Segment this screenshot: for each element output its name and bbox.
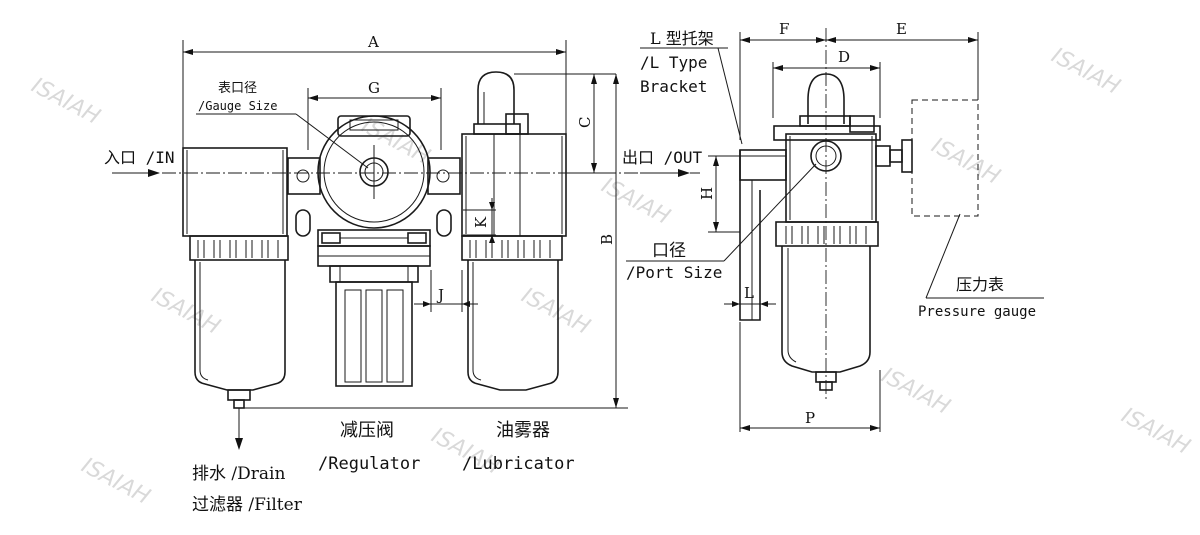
- dimension-h: H: [698, 155, 786, 233]
- dimension-g: G: [307, 79, 442, 150]
- dimension-f-label: F: [779, 20, 789, 38]
- dimension-l: L: [724, 284, 776, 432]
- dimension-j: J: [414, 270, 478, 312]
- filter-unit: [182, 147, 289, 409]
- watermark: ISAIAH: [597, 173, 674, 230]
- outlet-callout: 出口 /OUT: [622, 148, 703, 177]
- pressure-gauge-cn-label: 压力表: [956, 275, 1004, 294]
- regulator-en-label: /Regulator: [318, 454, 420, 474]
- dimension-c-label: C: [576, 117, 594, 128]
- dimension-p: P: [740, 370, 881, 432]
- front-view: A G 表口径 /Gauge Size: [104, 33, 700, 515]
- inlet-label: 入口 /IN: [104, 148, 175, 167]
- bracket-cn-label: L 型托架: [650, 29, 714, 48]
- lubricator-cn-label: 油雾器: [496, 420, 550, 441]
- port-size-en-label: /Port Size: [626, 263, 722, 282]
- dimension-j-label: J: [436, 286, 444, 304]
- watermark: ISAIAH: [147, 283, 224, 340]
- watermark: ISAIAH: [517, 283, 594, 340]
- bracket-en-label-2: Bracket: [640, 77, 707, 96]
- side-body: [773, 73, 881, 391]
- port-size-cn-label: 口径: [652, 241, 686, 261]
- regulator-unit: [287, 115, 461, 387]
- dimension-a: A: [182, 33, 567, 175]
- regulator-cn-label: 减压阀: [340, 420, 394, 441]
- gauge-size-cn: 表口径: [218, 81, 257, 96]
- dimension-c: C: [514, 73, 616, 174]
- gauge-size-callout: 表口径 /Gauge Size: [196, 81, 369, 169]
- dimension-g-label: G: [368, 79, 380, 97]
- pressure-gauge-en-label: Pressure gauge: [918, 304, 1036, 320]
- watermark: ISAIAH: [77, 453, 154, 510]
- dimension-f: F: [739, 20, 826, 140]
- dimension-b: B: [244, 74, 628, 409]
- watermark: ISAIAH: [927, 133, 1004, 190]
- watermark: ISAIAH: [27, 73, 104, 130]
- dimension-l-label: L: [744, 284, 754, 302]
- dimension-e-label: E: [896, 20, 907, 38]
- dimension-k: K: [463, 198, 496, 246]
- dimension-d-label: D: [838, 48, 850, 66]
- watermark: ISAIAH: [877, 363, 954, 420]
- l-bracket: [739, 149, 787, 321]
- watermark: ISAIAH: [1047, 43, 1124, 100]
- dimension-d: D: [772, 48, 881, 118]
- filter-label: 过滤器 /Filter: [192, 495, 303, 515]
- drain-callout: 排水 /Drain 过滤器 /Filter: [192, 408, 303, 515]
- dimension-p-label: P: [805, 409, 815, 427]
- bracket-callout: L 型托架 /L Type Bracket: [640, 29, 743, 145]
- dimension-k-label: K: [472, 216, 490, 228]
- lubricator-unit: [461, 71, 567, 391]
- outlet-label: 出口 /OUT: [622, 148, 703, 167]
- dimension-h-label: H: [698, 187, 716, 200]
- side-view: F E D: [622, 20, 1044, 432]
- dimension-a-label: A: [367, 33, 379, 51]
- inlet-callout: 入口 /IN: [104, 148, 175, 177]
- dimension-e: E: [826, 20, 979, 100]
- bracket-en-label-1: /L Type: [640, 53, 707, 72]
- watermark: ISAIAH: [1117, 403, 1194, 460]
- pressure-gauge: [875, 99, 979, 217]
- lubricator-en-label: /Lubricator: [462, 454, 575, 474]
- pressure-gauge-callout: 压力表 Pressure gauge: [918, 213, 1044, 320]
- drain-label: 排水 /Drain: [192, 464, 285, 484]
- gauge-size-en: /Gauge Size: [198, 99, 277, 113]
- dimension-b-label: B: [598, 234, 616, 245]
- port-size-callout: 口径 /Port Size: [626, 163, 817, 282]
- watermarks: ISAIAH ISAIAH ISAIAH ISAIAH ISAIAH ISAIA…: [27, 43, 1194, 510]
